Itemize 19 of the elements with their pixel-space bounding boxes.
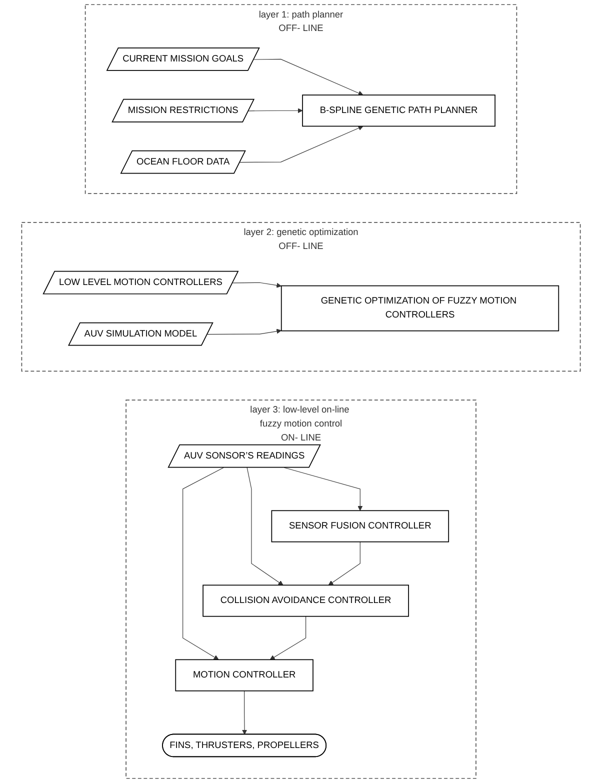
node-box: GENETIC OPTIMIZATION OF FUZZY MOTION CONTROLLERS [280,285,560,332]
node-box: SENSOR FUSION CONTROLLER [271,510,450,542]
node-box: COLLISION AVOIDANCE CONTROLLER [202,584,409,617]
node-label: ON- LINE [280,432,322,443]
node-box: B-SPLINE GENETIC PATH PLANNER [302,94,496,127]
arrow [207,328,282,335]
node-label: OFF- LINE [278,241,324,252]
arrow [270,616,306,660]
arrow [248,108,303,114]
arrow [242,690,248,735]
arrow [246,467,284,586]
node-box: MOTION CONTROLLER [175,659,314,692]
arrow [182,467,224,660]
arrow [240,126,364,163]
arrow [254,58,364,96]
arrow [284,467,363,511]
arrow [232,282,282,288]
arrow [328,542,360,586]
node-label: OFF- LINE [278,24,324,34]
